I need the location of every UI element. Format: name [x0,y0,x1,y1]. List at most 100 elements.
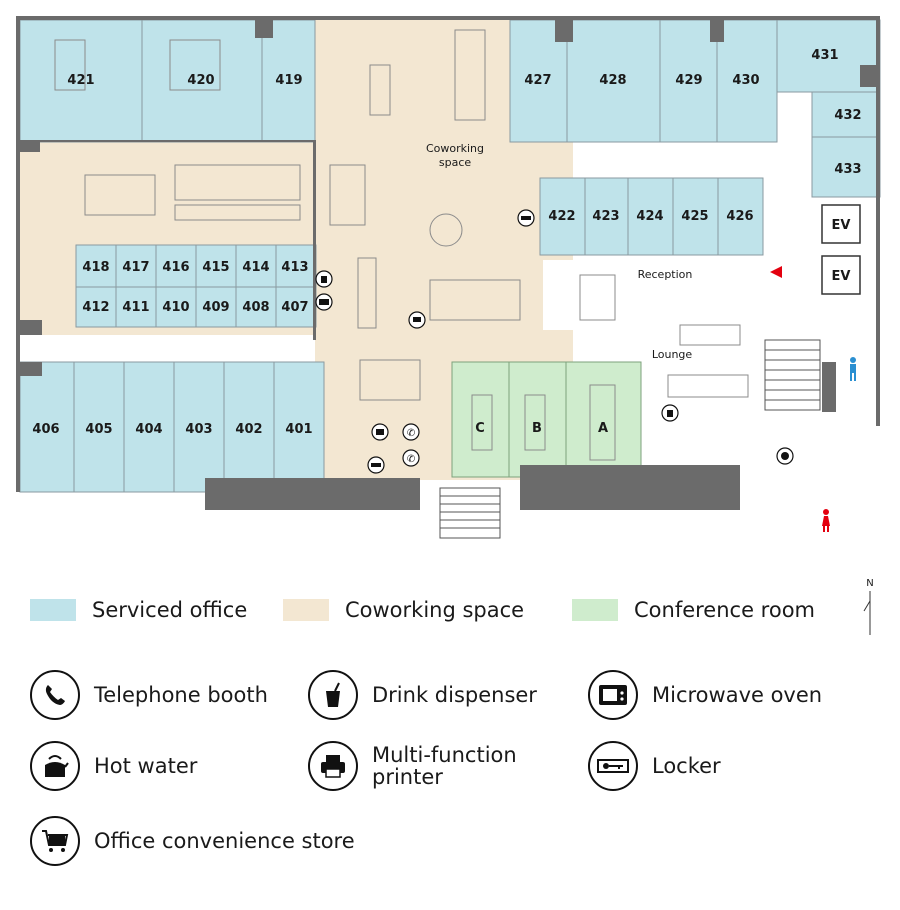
room-label: 421 [67,73,94,88]
conference-room-label: A [598,421,608,436]
room-label: 406 [32,422,59,437]
room-label: 431 [811,48,838,63]
conference-room-label: C [475,421,485,436]
room-label: 413 [281,260,308,275]
legend-label: Multi-function printer [372,743,517,789]
coworking-label: Coworking [426,142,484,155]
svg-text:✆: ✆ [407,454,415,465]
room-label: 416 [162,260,189,275]
legend-serviced-office: Serviced office [30,598,247,622]
stairs [439,339,821,539]
room-label: 408 [242,300,269,315]
microwave-icon [315,293,333,311]
legend-printer: Multi-function printer [308,741,542,791]
printer-icon [371,423,389,441]
legend-label: Hot water [94,754,198,778]
north-indicator: N [860,578,880,638]
locker-key-icon [588,741,638,791]
coworking-swatch [283,599,329,621]
legend-drink-dispenser: Drink dispenser [308,670,537,720]
room-label: 411 [122,300,149,315]
restroom-female-icon [822,509,830,532]
room-label: 417 [122,260,149,275]
room-label: 433 [834,162,861,177]
room-label: 428 [599,73,626,88]
elevator-1 [821,204,861,244]
serviced-office-rooms [19,19,881,493]
telephone-icon: ✆ [402,423,420,441]
locker-key-icon [367,456,385,474]
room-label: 403 [185,422,212,437]
room-label: 425 [681,209,708,224]
room-label: 420 [187,73,214,88]
elevator-label: EV [832,269,851,284]
room-label: 401 [285,422,312,437]
room-label: 412 [82,300,109,315]
legend-label: Office convenience store [94,829,355,853]
telephone-icon [30,670,80,720]
coworking-label: space [439,156,472,169]
room-label: 402 [235,422,262,437]
printer-icon [308,741,358,791]
drink-dispenser-icon [315,270,333,288]
entrance-arrow [770,266,782,278]
north-arrow-icon [863,591,871,635]
kettle-icon [30,741,80,791]
drink-dispenser-icon [308,670,358,720]
legend-label: Conference room [634,598,816,622]
map-icons: ✆ ✆ [315,209,794,474]
elevators [821,204,861,295]
legend-label: Microwave oven [652,683,823,707]
legend-conference: Conference room [572,598,815,622]
elevator-label: EV [832,218,851,233]
north-label: N [866,578,874,589]
legend-label: Locker [652,754,721,778]
room-label: 407 [281,300,308,315]
room-label: 414 [242,260,269,275]
shopping-cart-icon [408,311,426,329]
room-label: 419 [275,73,302,88]
legend-telephone: Telephone booth [30,670,268,720]
legend-microwave: Microwave oven [588,670,822,720]
room-label: 432 [834,108,861,123]
legend-coworking: Coworking space [283,598,524,622]
legend-label: Coworking space [345,598,525,622]
drink-dispenser-icon [661,404,679,422]
room-label: 409 [202,300,229,315]
legend-label: Drink dispenser [372,683,537,707]
kettle-icon [776,447,794,465]
room-label: 410 [162,300,189,315]
svg-text:✆: ✆ [407,428,415,439]
legend-label: Serviced office [92,598,248,622]
room-label: 415 [202,260,229,275]
legend-locker: Locker [588,741,721,791]
room-label: 404 [135,422,162,437]
room-label: 405 [85,422,112,437]
furniture [54,29,749,461]
room-label: 426 [726,209,753,224]
room-label: 424 [636,209,663,224]
reception-label: Reception [638,268,693,281]
legend-convenience-store: Office convenience store [30,816,355,866]
elevator-2 [821,255,861,295]
shopping-cart-icon [30,816,80,866]
walls [16,16,880,510]
room-label: 418 [82,260,109,275]
telephone-icon: ✆ [402,449,420,467]
serviced-office-swatch [30,599,76,621]
microwave-icon [588,670,638,720]
conference-rooms [451,361,642,478]
legend-hot-water: Hot water [30,741,197,791]
lounge-label: Lounge [652,348,693,361]
room-labels: 421 420 419 427 428 429 430 431 432 433 … [32,48,861,437]
room-label: 423 [592,209,619,224]
conference-room-label: B [532,421,542,436]
legend-label: Telephone booth [94,683,268,707]
room-label: 427 [524,73,551,88]
floor-plan-map: ✆ ✆ 421 420 419 427 428 429 430 431 432 … [16,16,881,539]
locker-key-icon [517,209,535,227]
room-label: 429 [675,73,702,88]
room-label: 422 [548,209,575,224]
room-label: 430 [732,73,759,88]
restroom-male-icon [850,357,856,381]
